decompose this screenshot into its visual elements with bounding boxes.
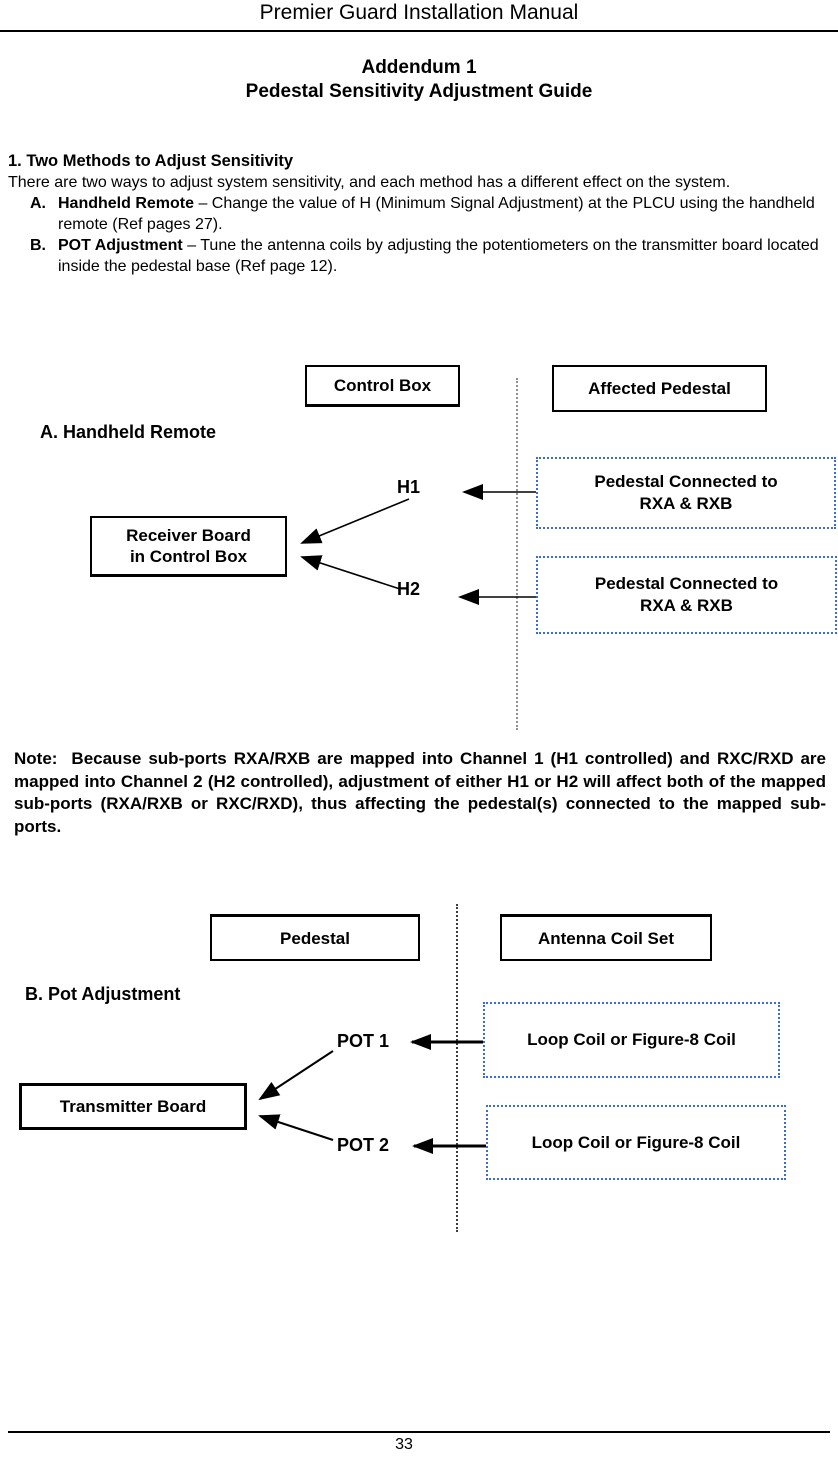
- list-letter: B.: [30, 237, 46, 254]
- note-paragraph: Note: Because sub-ports RXA/RXB are mapp…: [14, 749, 831, 836]
- addendum-heading: Addendum 1 Pedestal Sensitivity Adjustme…: [0, 56, 838, 104]
- diagram-a-h1-label: H1: [397, 477, 421, 497]
- addendum-title-line1: Addendum 1: [361, 57, 477, 78]
- list-term: POT Adjustment: [58, 237, 183, 254]
- section-heading: 1. Two Methods to Adjust Sensitivity: [8, 152, 294, 170]
- diagram-a-affected-pedestal-header: Affected Pedestal: [552, 365, 767, 412]
- arrow-pot2-to-transmitter-board: [258, 1114, 334, 1141]
- section-intro-paragraph: There are two ways to adjust system sens…: [8, 174, 731, 191]
- diagram-a-column-divider: [516, 378, 518, 730]
- list-body: Handheld Remote – Change the value of H …: [58, 193, 832, 235]
- diagram-a-h2-label: H2: [397, 579, 421, 599]
- list-item-handheld-remote: A. Handheld Remote – Change the value of…: [30, 193, 832, 235]
- arrow-pot1-to-transmitter-board: [258, 1050, 334, 1101]
- list-item-pot-adjustment: B. POT Adjustment – Tune the antenna coi…: [30, 235, 832, 277]
- diagram-a-receiver-board-node: Receiver Board in Control Box: [90, 516, 287, 577]
- list-body: POT Adjustment – Tune the antenna coils …: [58, 235, 832, 277]
- footer-divider: [8, 1431, 830, 1433]
- list-letter: A.: [30, 195, 46, 212]
- header-divider: [0, 30, 838, 32]
- diagram-b-pot2-label: POT 2: [337, 1135, 390, 1155]
- diagram-b-section-label: B. Pot Adjustment: [25, 984, 181, 1004]
- intro-section: 1. Two Methods to Adjust Sensitivity The…: [8, 151, 832, 277]
- addendum-title-line2: Pedestal Sensitivity Adjustment Guide: [245, 81, 593, 102]
- list-description: – Change the value of H (Minimum Signal …: [58, 195, 815, 233]
- diagram-b-column-divider: [456, 904, 458, 1232]
- diagram-a-control-box-header: Control Box: [305, 365, 460, 407]
- arrow-h2-to-receiver-board: [300, 555, 401, 590]
- diagram-a-pedestal-node-bottom: Pedestal Connected to RXA & RXB: [536, 556, 837, 634]
- diagram-b-pot1-label: POT 1: [337, 1031, 390, 1051]
- diagram-a-pedestal-node-top: Pedestal Connected to RXA & RXB: [536, 457, 836, 529]
- diagram-b-pedestal-header: Pedestal: [210, 914, 420, 961]
- footer-page-number: 33: [395, 1436, 413, 1453]
- diagram-b-coil-node-top: Loop Coil or Figure-8 Coil: [483, 1002, 780, 1078]
- list-description: – Tune the antenna coils by adjusting th…: [58, 237, 819, 275]
- diagram-b-coil-node-bottom: Loop Coil or Figure-8 Coil: [486, 1105, 786, 1180]
- page-header-title: Premier Guard Installation Manual: [259, 1, 579, 24]
- arrow-h1-to-receiver-board: [300, 498, 410, 544]
- diagram-b-antenna-coil-set-header: Antenna Coil Set: [500, 914, 712, 961]
- list-term: Handheld Remote: [58, 195, 195, 212]
- diagram-b-transmitter-board-node: Transmitter Board: [19, 1083, 247, 1130]
- diagram-a-section-label: A. Handheld Remote: [40, 422, 217, 442]
